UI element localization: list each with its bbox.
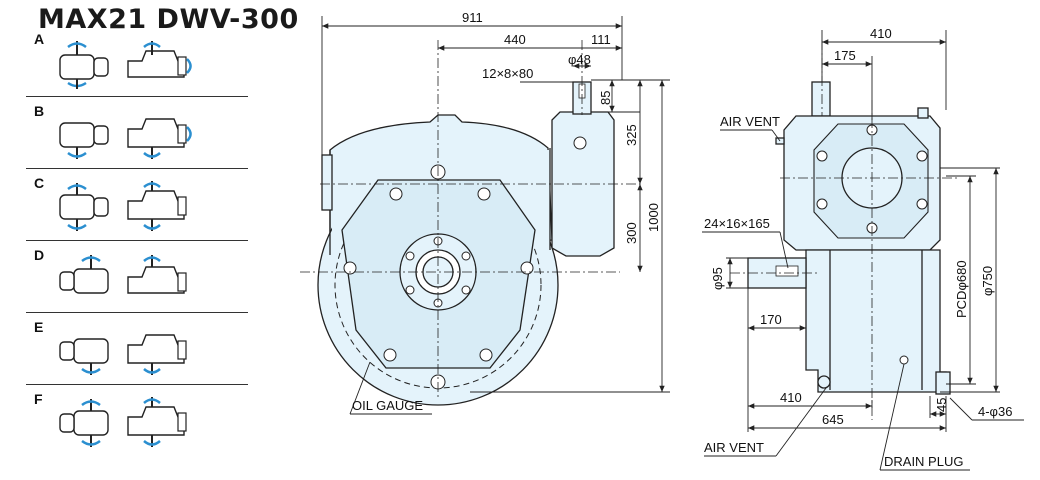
mounting-c-icon [59, 181, 187, 231]
dim-325-label: 325 [624, 124, 639, 146]
mounting-d-icon [59, 255, 187, 294]
dim-45-label: 45 [934, 398, 949, 412]
oil-gauge-label: OIL GAUGE [352, 398, 423, 413]
mounting-row-d: D [26, 241, 248, 313]
row-letter: E [34, 319, 44, 335]
dim-pcd-label: PCDφ680 [954, 260, 969, 318]
front-centerlines [300, 40, 640, 400]
mounting-row-f: F [26, 385, 248, 456]
front-view [317, 81, 615, 406]
dim-1000-label: 1000 [646, 203, 661, 232]
air-vent-bottom-label: AIR VENT [704, 440, 764, 455]
dim-phi95-label: φ95 [710, 267, 725, 290]
mounting-row-b: B [26, 97, 248, 169]
mounting-a-icon [59, 41, 192, 89]
mounting-row-a: A [26, 25, 248, 97]
side-input-shaft [811, 81, 831, 117]
drain-plug-label: DRAIN PLUG [884, 454, 963, 469]
dim-key-out-label: 24×16×165 [704, 216, 770, 231]
dim-holes-label: 4-φ36 [978, 404, 1012, 419]
row-letter: F [34, 391, 43, 407]
row-letter: A [34, 31, 45, 47]
air-vent-top-label: AIR VENT [720, 114, 780, 129]
dim-key-label: 12×8×80 [482, 66, 533, 81]
mounting-e-icon [59, 334, 187, 375]
dim-440-label: 440 [504, 32, 526, 47]
page-title: MAX21 DWV-300 [38, 4, 299, 35]
dim-300-label: 300 [624, 222, 639, 244]
mounting-row-c: C [26, 169, 248, 241]
dim-645-label: 645 [822, 412, 844, 427]
dim-shaft-dia-label: φ48 [568, 52, 591, 67]
side-dimensions [702, 30, 1024, 471]
dim-phi750-label: φ750 [980, 266, 995, 296]
side-boss [321, 154, 333, 211]
row-letter: B [34, 103, 45, 119]
mounting-position-panel: A B C [26, 25, 248, 456]
mounting-f-icon [59, 397, 187, 447]
dim-111-label: 111 [591, 32, 611, 47]
dim-170-label: 170 [760, 312, 782, 327]
mounting-row-e: E [26, 313, 248, 385]
dim-85-label: 85 [598, 91, 613, 105]
dim-410-bottom-label: 410 [780, 390, 802, 405]
row-letter: C [34, 175, 45, 191]
side-view [747, 81, 951, 395]
row-letter: D [34, 247, 45, 263]
dim-410-top-label: 410 [870, 26, 892, 41]
front-dimensions [321, 16, 670, 415]
side-lower-body [805, 249, 947, 393]
mounting-b-icon [59, 118, 192, 159]
dim-175-label: 175 [834, 48, 856, 63]
dim-911-label: 911 [462, 10, 483, 25]
